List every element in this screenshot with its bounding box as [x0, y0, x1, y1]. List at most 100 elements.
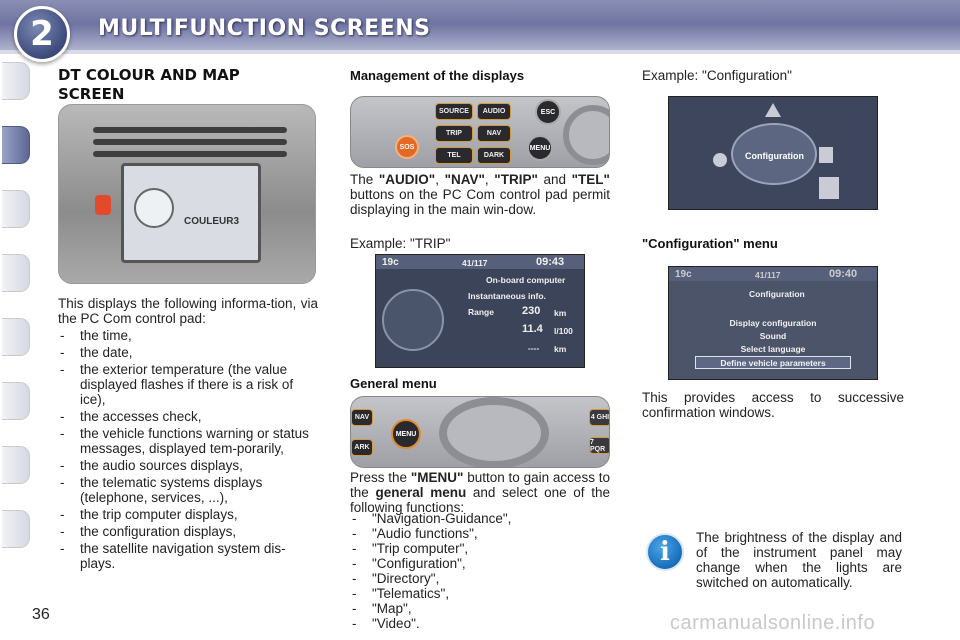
config-menu-heading: "Configuration" menu	[642, 236, 778, 251]
config-menu-item: Select language	[740, 344, 806, 354]
general-menu-paragraph: Press the "MENU" button to gain access t…	[350, 470, 610, 515]
menu-button: MENU	[391, 419, 421, 449]
bold-term: "AUDIO"	[378, 172, 436, 187]
bold-term: "NAV"	[444, 172, 485, 187]
bold-term: "TEL"	[571, 172, 610, 187]
list-item: "Directory",	[350, 572, 610, 586]
function-list: "Navigation-Guidance","Audio functions",…	[350, 512, 610, 632]
list-item: "Telematics",	[350, 587, 610, 601]
config-menu-screen: 19c 41/117 09:40 Configuration Display c…	[668, 266, 878, 380]
text-span: ,	[435, 172, 439, 187]
text-span: The	[350, 172, 374, 187]
config-selector	[731, 123, 817, 185]
chapter-tab[interactable]	[2, 254, 30, 292]
config-center-label: Configuration	[745, 151, 804, 161]
example-config-caption: Example: "Configuration"	[642, 68, 792, 83]
heading-line: DT COLOUR AND MAP	[58, 66, 240, 84]
source-button: SOURCE	[435, 103, 473, 120]
menu-button: MENU	[527, 135, 553, 161]
example-trip-caption: Example: "TRIP"	[350, 236, 451, 251]
chapter-badge: 2	[14, 6, 70, 62]
chapter-tab[interactable]	[2, 510, 30, 548]
air-vent	[93, 139, 287, 145]
trip-button: TRIP	[435, 125, 473, 142]
dark-button: DARK	[477, 147, 511, 164]
list-item: the exterior temperature (the value disp…	[58, 362, 320, 407]
time-readout: 09:43	[536, 256, 565, 268]
esc-button: ESC	[535, 99, 561, 125]
distance-unit: km	[554, 344, 567, 354]
gauge-icon	[382, 289, 444, 351]
list-item: the accesses check,	[58, 409, 320, 424]
list-item: the satellite navigation system dis-play…	[58, 541, 320, 571]
status-bar	[376, 255, 584, 269]
text-span: Press the	[350, 470, 408, 485]
header-divider	[0, 50, 960, 54]
config-menu-item: Display configuration	[729, 318, 817, 328]
dark-button: ARK	[351, 439, 373, 456]
air-vent	[93, 127, 287, 133]
access-paragraph: This provides access to successive confi…	[642, 390, 904, 420]
list-item: the telematic systems displays (telephon…	[58, 475, 320, 505]
chapter-tab[interactable]	[2, 382, 30, 420]
sos-button: SOS	[395, 135, 419, 159]
chapter-tab[interactable]	[2, 190, 30, 228]
status-bar	[669, 267, 877, 281]
chapter-tab[interactable]	[2, 62, 30, 100]
control-dial	[439, 397, 549, 467]
chapter-tab-active[interactable]	[2, 126, 30, 164]
management-heading: Management of the displays	[350, 68, 525, 83]
temperature-readout: 19c	[382, 257, 399, 268]
heading-line: SCREEN	[58, 85, 125, 103]
chapter-tab[interactable]	[2, 446, 30, 484]
control-dial	[563, 105, 609, 165]
general-menu-heading: General menu	[350, 376, 437, 391]
bold-term: "MENU"	[410, 470, 464, 485]
dashboard-photo: COULEUR3	[58, 104, 316, 284]
audio-button: AUDIO	[477, 103, 511, 120]
display-buttons-paragraph: The "AUDIO", "NAV", "TRIP" and "TEL" but…	[350, 172, 610, 217]
range-unit: km	[554, 308, 567, 318]
bold-term: general menu	[375, 485, 467, 500]
info-note: The brightness of the display and of the…	[696, 530, 902, 590]
screen-title: On-board computer	[486, 275, 566, 285]
pc-com-pad-photo: SOS SOURCE AUDIO ESC TRIP NAV MENU TEL D…	[350, 96, 610, 168]
distance-value: ----	[528, 343, 540, 353]
list-item: "Trip computer",	[350, 542, 610, 556]
configuration-screen-photo: Configuration	[668, 96, 878, 210]
feature-list: the time,the date,the exterior temperatu…	[58, 328, 320, 573]
list-item: "Audio functions",	[350, 527, 610, 541]
display-screen: COULEUR3	[121, 163, 261, 263]
page-title: MULTIFUNCTION SCREENS	[98, 16, 431, 41]
chapter-number: 2	[30, 14, 54, 54]
list-item: the audio sources displays,	[58, 458, 320, 473]
list-item: the date,	[58, 345, 320, 360]
page-number: 36	[32, 606, 50, 623]
temperature-readout: 19c	[675, 269, 692, 280]
list-item: "Configuration",	[350, 557, 610, 571]
range-value: 230	[522, 305, 541, 317]
screen-label: COULEUR3	[184, 216, 240, 227]
config-menu-item: Define vehicle parameters	[695, 356, 851, 369]
ghi-button: 4 GHI	[589, 409, 609, 426]
screen-title: Configuration	[749, 289, 805, 299]
settings-icon	[713, 153, 727, 167]
pqr-button: 7 PQR	[589, 437, 609, 454]
chapter-tab[interactable]	[2, 318, 30, 356]
info-icon: i	[646, 533, 684, 571]
list-item: "Navigation-Guidance",	[350, 512, 610, 526]
list-item: the trip computer displays,	[58, 507, 320, 522]
list-item: "Video".	[350, 617, 610, 631]
config-menu-item: Sound	[759, 331, 787, 341]
section-heading: DT COLOUR AND MAP SCREEN	[58, 66, 318, 104]
bold-term: "TRIP"	[494, 172, 538, 187]
text-span: and	[543, 172, 567, 187]
chapter-tab-rail	[0, 62, 32, 582]
left-column: DT COLOUR AND MAP SCREEN	[58, 66, 318, 104]
time-readout: 09:40	[829, 268, 858, 280]
air-vent	[93, 151, 287, 157]
nav-button: NAV	[477, 125, 511, 142]
odometer-readout: 41/117	[462, 258, 488, 268]
general-menu-pad-photo: NAV ARK MENU 4 GHI 7 PQR	[350, 396, 610, 468]
